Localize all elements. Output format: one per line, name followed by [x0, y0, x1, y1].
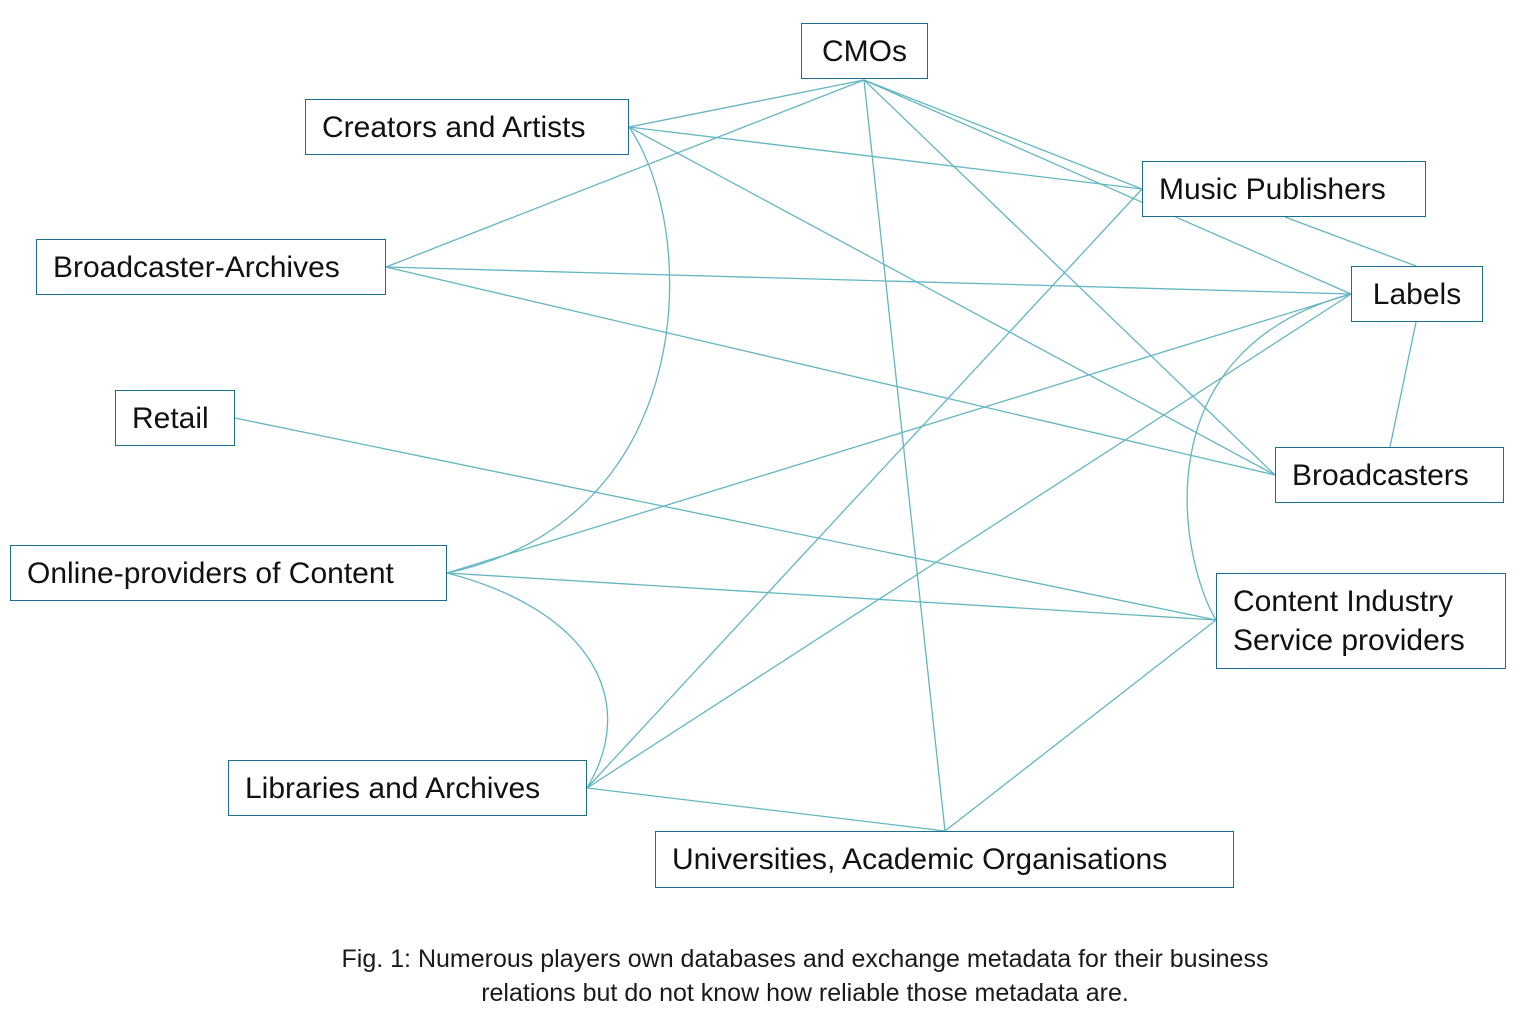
figure-caption-line-1: Fig. 1: Numerous players own databases a… — [341, 945, 1269, 973]
edge-cmos-to-broadcasters — [863, 79, 1276, 476]
edge-broadcaster-archives-to-broadcasters — [385, 266, 1276, 476]
node-label-broadcaster-archives: Broadcaster-Archives — [53, 250, 340, 284]
edge-labels-to-content-industry — [1186, 293, 1352, 621]
edge-creators-to-broadcasters — [628, 126, 1276, 476]
node-broadcaster-archives: Broadcaster-Archives — [36, 239, 386, 295]
edge-creators-to-online-providers — [446, 126, 671, 574]
figure-caption: Fig. 1: Numerous players own databases a… — [0, 942, 1536, 1010]
edge-online-providers-to-libraries — [446, 572, 609, 789]
edge-labels-to-libraries — [586, 293, 1352, 789]
node-online-providers-of-content: Online-providers of Content — [10, 545, 447, 601]
edge-cmos-to-music-publishers — [863, 79, 1143, 190]
node-label-content-industry-line-2: Service providers — [1233, 624, 1465, 657]
edge-cmos-to-universities — [863, 79, 946, 832]
edge-broadcaster-archives-to-labels — [385, 266, 1352, 295]
edge-creators-to-cmos — [628, 79, 865, 128]
edge-broadcaster-archives-to-cmos — [385, 79, 865, 268]
node-broadcasters: Broadcasters — [1275, 447, 1504, 503]
node-retail: Retail — [115, 390, 235, 446]
node-label-labels: Labels — [1372, 277, 1462, 311]
edge-labels-to-broadcasters — [1389, 321, 1417, 448]
node-libraries-and-archives: Libraries and Archives — [228, 760, 587, 816]
edge-universities-to-content-industry — [944, 619, 1217, 832]
node-label-content-industry-line-1: Content Industry — [1233, 585, 1454, 618]
node-label-universities-academic-organisations: Universities, Academic Organisations — [672, 843, 1168, 876]
node-label-music-publishers: Music Publishers — [1159, 172, 1386, 206]
edge-music-publishers-to-libraries — [586, 188, 1143, 789]
node-creators-and-artists: Creators and Artists — [305, 99, 629, 155]
node-label-creators-and-artists: Creators and Artists — [322, 110, 586, 144]
edge-creators-to-music-publishers — [628, 126, 1143, 190]
node-label-cmos: CMOs — [822, 34, 907, 68]
node-label-retail: Retail — [132, 401, 209, 435]
node-label-libraries-and-archives: Libraries and Archives — [245, 771, 541, 805]
node-music-publishers: Music Publishers — [1142, 161, 1426, 217]
node-label-online-providers-of-content: Online-providers of Content — [27, 556, 394, 590]
figure-caption-line-2: relations but do not know how reliable t… — [481, 979, 1129, 1007]
node-universities-academic-organisations: Universities, Academic Organisations — [655, 831, 1234, 888]
node-content-industry-service-providers: Content Industry Service providers — [1216, 573, 1506, 669]
edge-cmos-to-labels — [863, 79, 1352, 295]
node-cmos: CMOs — [801, 23, 928, 79]
edge-music-publishers-to-labels — [1284, 216, 1417, 267]
edge-online-providers-to-content-industry — [446, 572, 1217, 621]
node-label-broadcasters: Broadcasters — [1292, 458, 1469, 492]
node-label-stack: Content Industry Service providers — [1233, 582, 1465, 660]
node-labels: Labels — [1351, 266, 1483, 322]
edge-retail-to-content-industry — [234, 417, 1217, 621]
edge-labels-to-online-providers — [446, 293, 1352, 574]
edge-libraries-to-universities — [586, 787, 946, 832]
